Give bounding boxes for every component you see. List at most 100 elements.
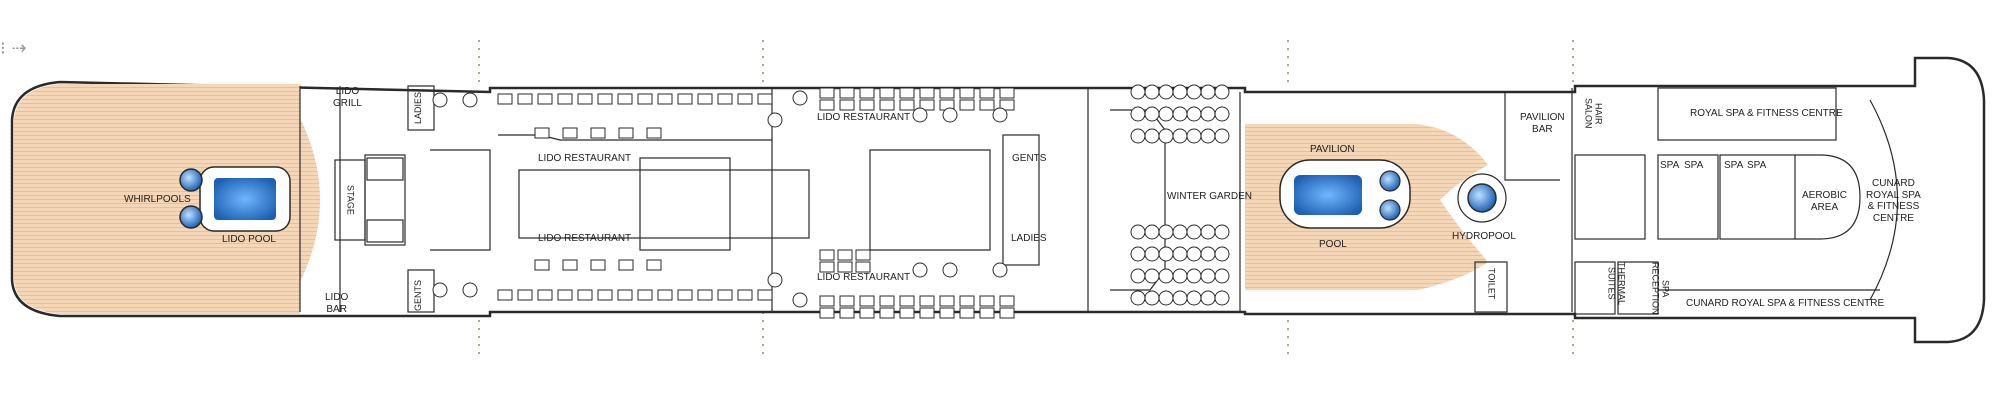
round-table [1130, 106, 1146, 122]
round-table [1214, 84, 1230, 100]
round-table [1158, 290, 1174, 306]
round-table [1172, 224, 1188, 240]
dining-table [562, 259, 578, 271]
stage-label: STAGE [345, 185, 356, 215]
dining-table [537, 289, 553, 301]
dining-tables [432, 84, 1230, 319]
dining-table [919, 99, 935, 111]
lido-grill-label: LIDO GRILL [333, 86, 362, 109]
round-table [1130, 246, 1146, 262]
round-table [1200, 290, 1216, 306]
spa-label-4: SPA [1747, 160, 1767, 171]
lido-restaurant-label-2: LIDO RESTAURANT [538, 233, 632, 244]
dining-table [879, 295, 895, 307]
round-table [1200, 268, 1216, 284]
round-table [1158, 224, 1174, 240]
dining-table [819, 261, 835, 273]
round-table [1186, 128, 1202, 144]
dining-table [999, 87, 1015, 99]
dining-table [855, 261, 871, 273]
dining-table [959, 307, 975, 319]
hair-salon-label: HAIR SALON [1583, 98, 1604, 129]
dining-table [557, 93, 573, 105]
ladies-right-label: LADIES [1011, 233, 1047, 244]
round-table [767, 272, 783, 288]
dining-table [617, 93, 633, 105]
spa-label-1: SPA [1660, 160, 1680, 171]
dining-table [819, 249, 835, 261]
whirlpool-2 [179, 205, 203, 229]
winter-garden-label: WINTER GARDEN [1167, 191, 1252, 202]
hydropool-label: HYDROPOOL [1452, 231, 1516, 242]
dining-table [537, 93, 553, 105]
compass-icon: ⁝ ⇢ [0, 38, 27, 59]
round-table [1158, 106, 1174, 122]
round-table [462, 282, 478, 298]
dining-table [939, 307, 955, 319]
dining-table [637, 93, 653, 105]
round-table [1200, 106, 1216, 122]
whirlpool-1 [179, 168, 203, 192]
round-table [1144, 84, 1160, 100]
dining-table [677, 93, 693, 105]
lido-restaurant-label-3: LIDO RESTAURANT [817, 112, 911, 123]
dining-table [497, 93, 513, 105]
dining-table [577, 289, 593, 301]
round-table [942, 262, 958, 278]
round-table [1172, 84, 1188, 100]
dining-table [879, 307, 895, 319]
round-table [1144, 106, 1160, 122]
dining-table [819, 307, 835, 319]
round-table [1144, 268, 1160, 284]
dining-table [999, 99, 1015, 111]
dining-table [497, 289, 513, 301]
dining-table [717, 93, 733, 105]
dining-table [837, 249, 853, 261]
gents-left-label: GENTS [413, 280, 423, 312]
round-table [1172, 246, 1188, 262]
dining-table [859, 307, 875, 319]
spa-label-2: SPA [1684, 160, 1704, 171]
thermal-suites-label: THERMAL SUITES [1606, 262, 1627, 306]
round-table [1172, 106, 1188, 122]
hull-outline [10, 56, 1986, 344]
toilet-label: TOILET [1486, 268, 1497, 300]
dining-table [819, 99, 835, 111]
dining-table [562, 127, 578, 139]
aft-walls [299, 85, 491, 313]
dining-table [757, 289, 773, 301]
dining-table [697, 93, 713, 105]
round-table [942, 107, 958, 123]
dining-table [819, 87, 835, 99]
round-table [432, 92, 448, 108]
dining-table [979, 99, 995, 111]
dining-table [859, 87, 875, 99]
dining-table [959, 99, 975, 111]
dining-table [637, 289, 653, 301]
dining-table [919, 295, 935, 307]
round-table [1130, 268, 1146, 284]
dining-table [534, 259, 550, 271]
pavilion-bar-label: PAVILION BAR [1520, 112, 1565, 135]
lido-deck-wood [14, 84, 320, 314]
round-table [992, 262, 1008, 278]
round-table [767, 112, 783, 128]
ladies-top-label: LADIES [413, 92, 423, 125]
round-table [1214, 290, 1230, 306]
dining-table [657, 289, 673, 301]
dining-table [597, 93, 613, 105]
round-table [1130, 128, 1146, 144]
round-table [1172, 290, 1188, 306]
round-table [1130, 224, 1146, 240]
dining-table [677, 289, 693, 301]
lido-pool-label: LIDO POOL [222, 234, 276, 245]
dining-table [979, 295, 995, 307]
dining-table [939, 87, 955, 99]
round-table [1144, 246, 1160, 262]
dining-table [590, 127, 606, 139]
round-table [1172, 128, 1188, 144]
round-table [1200, 224, 1216, 240]
dining-table [557, 289, 573, 301]
